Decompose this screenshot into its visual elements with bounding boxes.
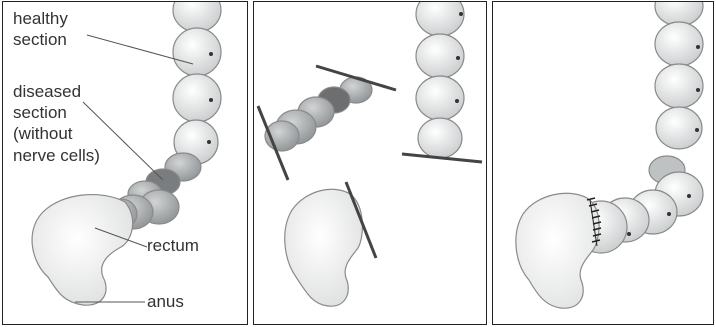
- removed-diseased-segment: [265, 77, 372, 151]
- colon-illustration-after: [493, 2, 714, 325]
- label-healthy-line1: healthy: [13, 8, 68, 29]
- panel-resection: [253, 1, 487, 325]
- rectum: [32, 195, 133, 306]
- healthy-section: [173, 2, 221, 164]
- panel-after-surgery: [492, 1, 714, 325]
- panel-before-surgery: healthy section diseased section (withou…: [2, 1, 248, 325]
- label-rectum: rectum: [147, 235, 199, 256]
- label-anus: anus: [147, 291, 184, 312]
- healthy-upper-colon: [416, 2, 464, 158]
- label-healthy-line2: section: [13, 29, 67, 50]
- label-diseased-line4: nerve cells): [13, 145, 100, 166]
- label-diseased-line1: diseased: [13, 81, 81, 102]
- colon-illustration-resection: [254, 2, 487, 325]
- rectum-joined: [516, 193, 599, 308]
- label-diseased-line3: (without: [13, 123, 73, 144]
- rectum-stump: [285, 189, 363, 306]
- label-diseased-line2: section: [13, 102, 67, 123]
